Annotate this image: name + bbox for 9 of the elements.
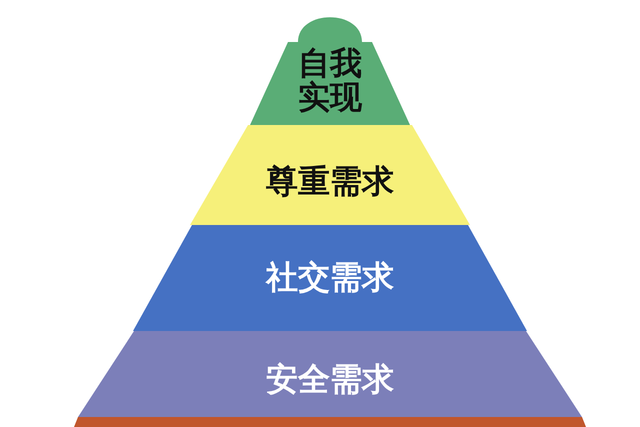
level-label: 尊重需求 <box>266 165 394 199</box>
level-label: 自我实现 <box>297 47 363 114</box>
level-label: 安全需求 <box>266 363 394 397</box>
pyramid-level <box>78 331 582 417</box>
pyramid-level <box>74 417 586 427</box>
pyramid-level <box>190 125 470 225</box>
pyramid-level <box>250 17 410 125</box>
level-label: 社交需求 <box>266 261 394 295</box>
pyramid-level <box>133 225 527 331</box>
